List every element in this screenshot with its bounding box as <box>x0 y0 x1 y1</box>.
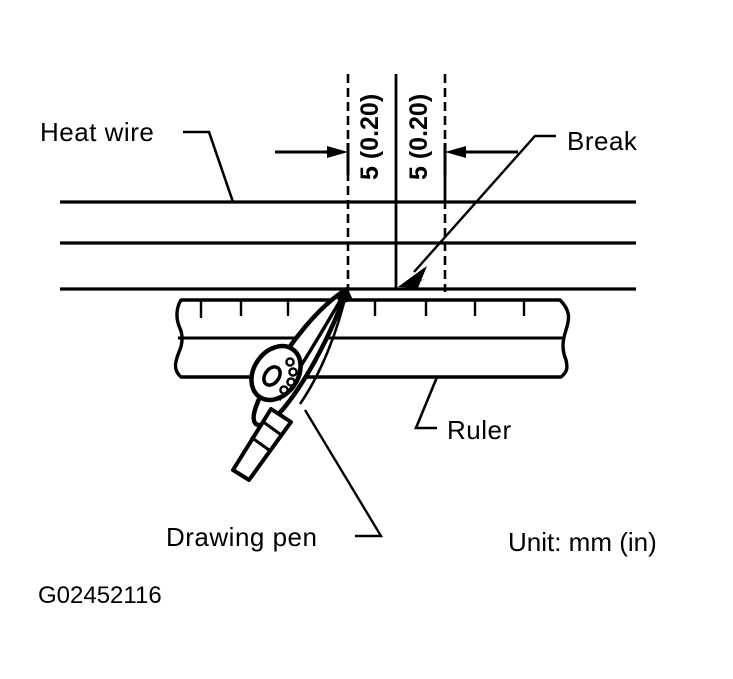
arrow-left-icon <box>445 146 466 158</box>
ruler-leader-icon <box>414 376 439 430</box>
pen-handle-groove-1 <box>261 419 281 436</box>
break-leader-line <box>413 134 556 273</box>
dimension-label-right: 5 (0.20) <box>405 94 433 180</box>
wheel-knurl <box>286 377 296 387</box>
break-callout: Break <box>398 126 638 288</box>
wheel-knurl <box>279 385 289 395</box>
dimension-left-text: 5 (0.20) <box>356 94 384 180</box>
figure-id-code: G02452116 <box>38 582 162 609</box>
pen-leader-icon <box>303 409 384 538</box>
pen-tip <box>335 287 353 304</box>
wheel-knurl <box>288 367 298 377</box>
pen-inner-blade-2 <box>298 289 349 405</box>
unit-note: Unit: mm (in) <box>508 527 657 557</box>
wheel-knurl <box>285 357 295 367</box>
pen-handle-groove-2 <box>250 435 270 452</box>
ruler-label: Ruler <box>447 415 512 445</box>
pen-wheel-hub <box>262 365 282 387</box>
pen-wheel-knurls <box>279 357 298 395</box>
arrow-right-icon <box>327 146 348 158</box>
drawing-pen-label: Drawing pen <box>166 522 317 552</box>
dimension-right-text: 5 (0.20) <box>405 94 433 180</box>
dimension-arrows <box>275 143 518 175</box>
ruler-callout: Ruler <box>414 376 512 445</box>
dimension-label-left: 5 (0.20) <box>356 94 384 180</box>
drawing-pen-callout: Drawing pen <box>166 409 384 552</box>
ruler-icon <box>173 298 571 379</box>
heat-wire-label: Heat wire <box>40 117 154 147</box>
heat-wire-callout: Heat wire <box>40 117 235 203</box>
drawing-pen-icon <box>231 286 353 482</box>
break-label: Break <box>567 126 638 156</box>
break-arrow-head <box>398 266 427 288</box>
heat-wire-leader-icon <box>183 130 235 203</box>
